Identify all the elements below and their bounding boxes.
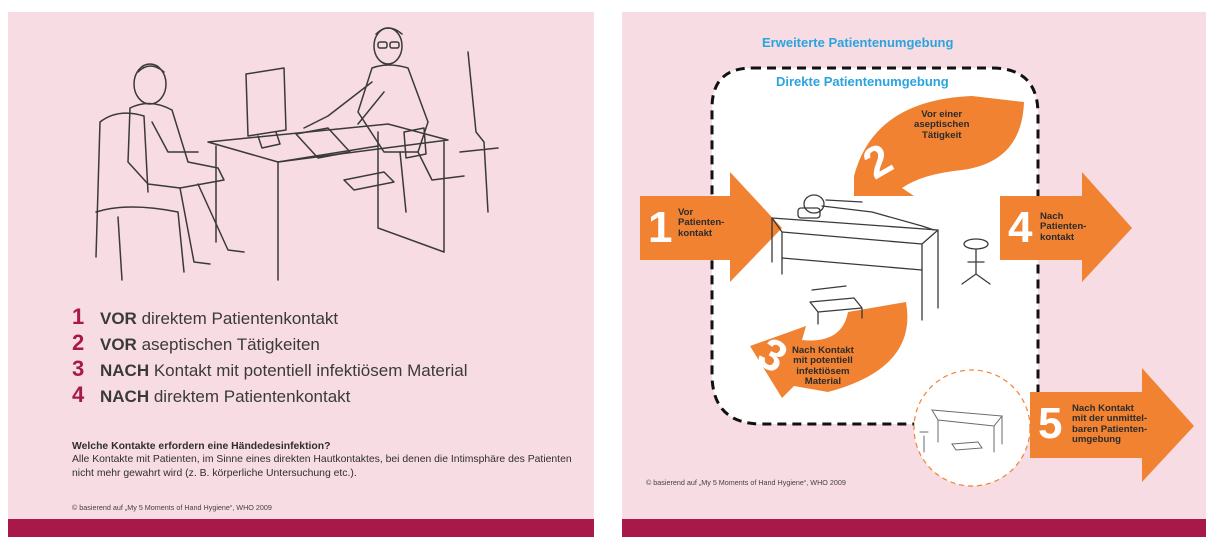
arrow-5-shape xyxy=(1030,368,1194,482)
arrow-4-shape xyxy=(1000,172,1132,282)
patient-bed-illustration xyxy=(771,194,991,325)
moment-item: 4 NACH direktem Patientenkontakt xyxy=(72,382,468,408)
direct-zone-label: Direkte Patientenumgebung xyxy=(776,74,949,89)
doctor-patient-illustration xyxy=(95,27,499,281)
extended-zone-circle xyxy=(913,369,1031,487)
copyright-note: © basierend auf „My 5 Moments of Hand Hy… xyxy=(72,503,272,512)
arrow-1-number: 1 xyxy=(648,203,673,252)
moment-text: direktem Patientenkontakt xyxy=(153,387,351,406)
moment-number: 4 xyxy=(72,382,85,407)
moment-keyword: VOR xyxy=(100,335,137,354)
question-block: Welche Kontakte erfordern eine Händedesi… xyxy=(72,440,582,480)
empty-bed-illustration xyxy=(919,409,1003,453)
arrow-4-number: 4 xyxy=(1008,203,1033,252)
question-title: Welche Kontakte erfordern eine Händedesi… xyxy=(72,441,331,452)
question-body: Alle Kontakte mit Patienten, im Sinne ei… xyxy=(72,454,572,479)
moment-number: 3 xyxy=(72,356,85,381)
five-moments-diagram xyxy=(640,66,1194,487)
arrow-3-shape xyxy=(750,302,908,398)
moment-number: 2 xyxy=(72,330,85,355)
moment-keyword: NACH xyxy=(100,387,150,406)
moment-item: 1 VOR direktem Patientenkontakt xyxy=(72,304,468,330)
moment-keyword: NACH xyxy=(100,361,150,380)
arrow-2-shape xyxy=(854,96,1024,196)
moment-item: 3 NACH Kontakt mit potentiell infektiösem… xyxy=(72,356,468,382)
arrow-1-shape xyxy=(640,172,782,282)
moment-text: Kontakt mit potentiell infektiösem Mater… xyxy=(153,361,468,380)
arrow-5-number: 5 xyxy=(1038,399,1063,448)
right-slide: Erweiterte Patientenumgebung Direkte Pat… xyxy=(622,12,1206,537)
moment-keyword: VOR xyxy=(100,309,137,328)
extended-zone-label: Erweiterte Patientenumgebung xyxy=(762,35,954,50)
copyright-note: © basierend auf „My 5 Moments of Hand Hy… xyxy=(646,478,846,487)
moment-item: 2 VOR aseptischen Tätigkeiten xyxy=(72,330,468,356)
moment-text: aseptischen Tätigkeiten xyxy=(141,335,320,354)
moment-text: direktem Patientenkontakt xyxy=(141,309,339,328)
bottom-bar xyxy=(8,519,594,537)
bottom-bar xyxy=(622,519,1206,537)
moment-number: 1 xyxy=(72,304,85,329)
